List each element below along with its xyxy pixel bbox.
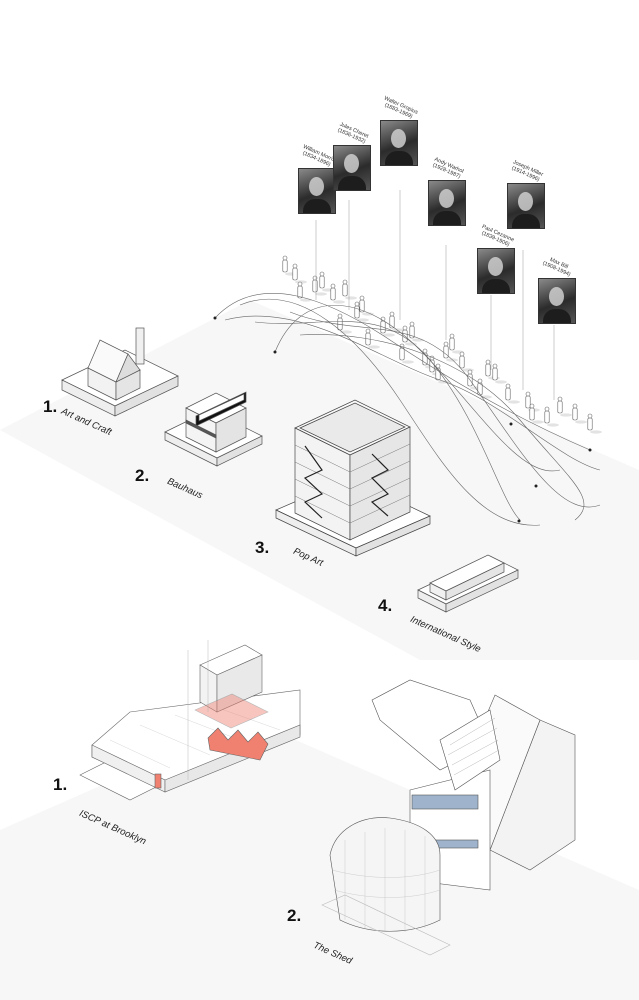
person-figure xyxy=(492,363,507,384)
iscp-leaders xyxy=(187,640,209,780)
portrait-walter-gropius xyxy=(380,120,418,166)
person-figure xyxy=(587,413,602,434)
person-figure xyxy=(505,383,520,404)
ground-plane-bottom xyxy=(0,720,639,1000)
person-figure xyxy=(572,403,587,424)
international-style-building xyxy=(417,554,519,613)
person-figure xyxy=(297,281,312,302)
portrait-jules-cheret xyxy=(333,145,371,191)
portrait-andy-warhol xyxy=(428,180,466,226)
portrait-william-morris xyxy=(298,168,336,214)
person-figure xyxy=(402,325,417,346)
person-figure xyxy=(365,328,380,349)
person-figure xyxy=(409,321,424,342)
case-number-2: 2. xyxy=(287,906,302,925)
portrait-max-bill xyxy=(538,278,576,324)
timeline-curves xyxy=(214,293,601,526)
person-figure xyxy=(330,283,345,304)
pop-art-building xyxy=(275,399,431,557)
person-figure xyxy=(529,403,544,424)
person-figure xyxy=(389,311,404,332)
portrait-leaders xyxy=(315,190,555,400)
art-and-craft-building xyxy=(61,327,179,417)
person-figure xyxy=(449,333,464,354)
person-figure xyxy=(342,279,357,300)
portrait-paul-cezanne xyxy=(477,248,515,294)
person-figure xyxy=(557,396,572,417)
person-figure xyxy=(443,341,458,362)
the-shed-building xyxy=(321,679,576,956)
bauhaus-building xyxy=(164,391,263,467)
person-figure xyxy=(359,295,374,316)
movement-number-4: 4. xyxy=(378,596,393,615)
movement-number-1: 1. xyxy=(43,397,58,416)
iscp-building xyxy=(79,644,301,801)
person-figure xyxy=(544,406,559,427)
movement-number-2: 2. xyxy=(135,466,150,485)
timeline-nodes xyxy=(213,316,592,523)
person-figure xyxy=(337,313,352,334)
person-figure xyxy=(477,378,492,399)
person-figure xyxy=(459,351,474,372)
portrait-joseph-miller xyxy=(507,183,545,229)
case-number-1: 1. xyxy=(53,775,68,794)
person-figure xyxy=(292,263,307,284)
movement-number-3: 3. xyxy=(255,538,270,557)
